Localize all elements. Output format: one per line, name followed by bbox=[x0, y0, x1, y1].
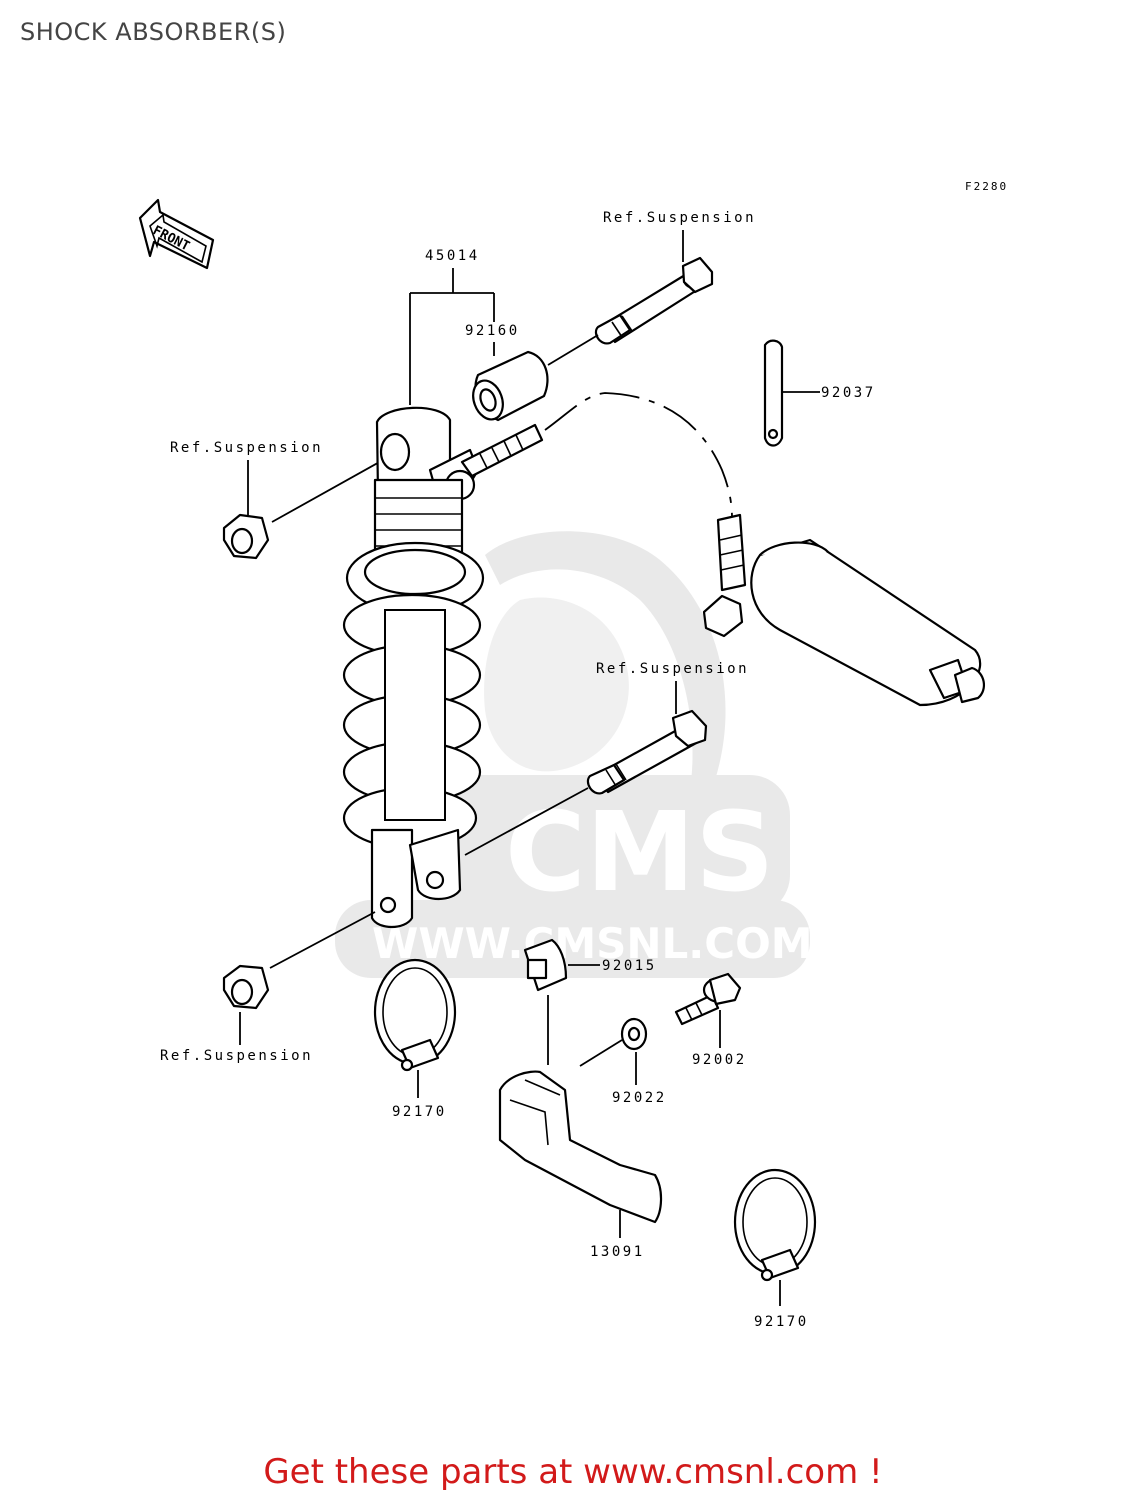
label-13091: 13091 bbox=[590, 1244, 645, 1260]
shock-absorber bbox=[342, 406, 544, 929]
collar-92160: 92160 bbox=[465, 323, 549, 422]
bolt-92002: 92002 bbox=[674, 972, 747, 1068]
watermark-logo: CMS bbox=[505, 788, 774, 916]
band-92170-right: 92170 bbox=[733, 1168, 817, 1330]
band-92170-left: 92170 bbox=[373, 958, 457, 1120]
bracket-45014: 45014 bbox=[409, 248, 495, 405]
label-92002: 92002 bbox=[692, 1052, 747, 1068]
figure-code: F2280 bbox=[965, 180, 1008, 193]
top-mount-bolt: Ref.Suspension bbox=[547, 210, 756, 366]
lower-nut: Ref.Suspension bbox=[160, 911, 376, 1064]
watermark: CMS WWW.CMSNL.COM bbox=[335, 531, 813, 978]
label-92170-right: 92170 bbox=[754, 1314, 809, 1330]
upper-nut: Ref.Suspension bbox=[170, 440, 393, 560]
label-92160: 92160 bbox=[465, 323, 520, 339]
label-92022: 92022 bbox=[612, 1090, 667, 1106]
front-arrow-icon: FRONT bbox=[138, 198, 215, 270]
clip-92015: 92015 bbox=[523, 938, 657, 1065]
reservoir bbox=[702, 513, 986, 707]
cover-13091: 13091 bbox=[498, 1070, 663, 1260]
label-ref-suspension-bottom: Ref.Suspension bbox=[160, 1048, 313, 1064]
page-title: SHOCK ABSORBER(S) bbox=[20, 18, 287, 46]
clamp-92037: 92037 bbox=[763, 339, 876, 447]
label-92015: 92015 bbox=[602, 958, 657, 974]
label-ref-suspension-mid: Ref.Suspension bbox=[596, 661, 749, 677]
washer-92022: 92022 bbox=[579, 1017, 667, 1106]
watermark-url: WWW.CMSNL.COM bbox=[372, 919, 813, 968]
label-45014: 45014 bbox=[425, 248, 480, 264]
label-92170-left: 92170 bbox=[392, 1104, 447, 1120]
lower-mount-bolt: Ref.Suspension bbox=[464, 661, 749, 856]
label-ref-suspension-top: Ref.Suspension bbox=[603, 210, 756, 226]
label-ref-suspension-nut-top: Ref.Suspension bbox=[170, 440, 323, 456]
label-92037: 92037 bbox=[821, 385, 876, 401]
footer-link[interactable]: Get these parts at www.cmsnl.com ! bbox=[263, 1452, 883, 1492]
